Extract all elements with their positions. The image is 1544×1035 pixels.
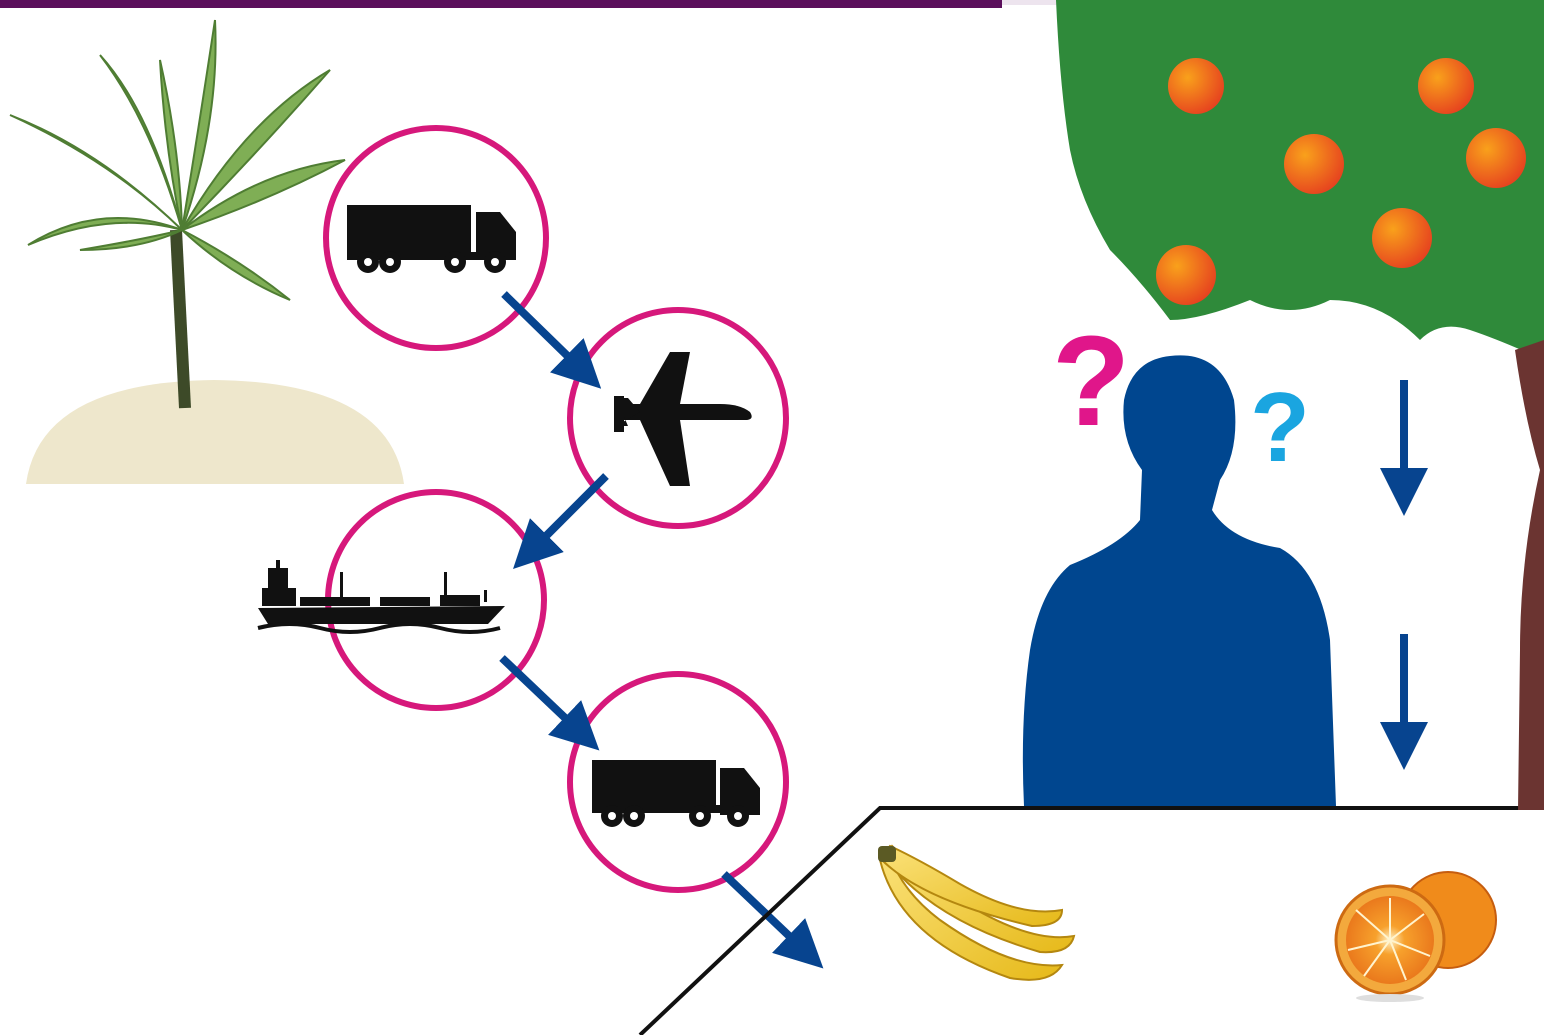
bananas-icon bbox=[878, 846, 1074, 980]
question-mark-blue: ? bbox=[1250, 378, 1310, 476]
question-mark-pink: ? bbox=[1052, 318, 1130, 446]
top-bar bbox=[0, 0, 1002, 8]
oranges-icon bbox=[1336, 872, 1496, 1002]
